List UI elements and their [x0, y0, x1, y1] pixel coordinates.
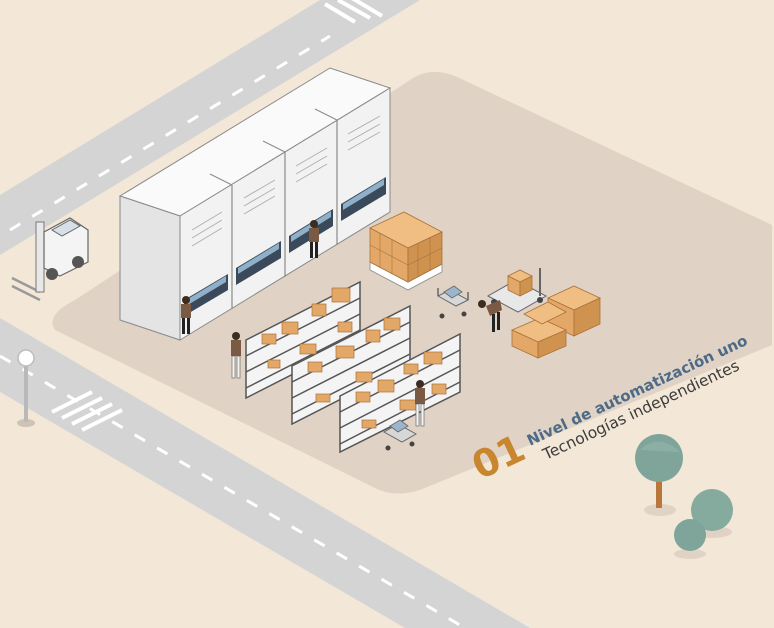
cart-rack: [382, 419, 418, 451]
worker-rack-1: [231, 332, 241, 379]
cart-small: [436, 285, 470, 319]
worker-machine-2: [309, 220, 319, 258]
trolley-with-boxes: [486, 268, 548, 313]
road-bottom: [0, 318, 530, 628]
worker-bending: [478, 300, 502, 332]
forklift: [11, 217, 89, 302]
shrub-left: [674, 519, 706, 559]
streetlight: [17, 349, 35, 427]
pallet-boxes: [369, 211, 443, 291]
worker-rack-2: [415, 380, 425, 427]
rack-boxes: [261, 287, 447, 429]
crosswalk-bottom: [51, 390, 123, 432]
vertical-lift-modules: [118, 67, 392, 341]
road-top: [0, 0, 420, 255]
crosswalk-top: [323, 0, 384, 24]
box-stacks-right: [511, 285, 601, 359]
tree-tall: [635, 434, 683, 516]
worker-machine-1: [181, 296, 191, 334]
